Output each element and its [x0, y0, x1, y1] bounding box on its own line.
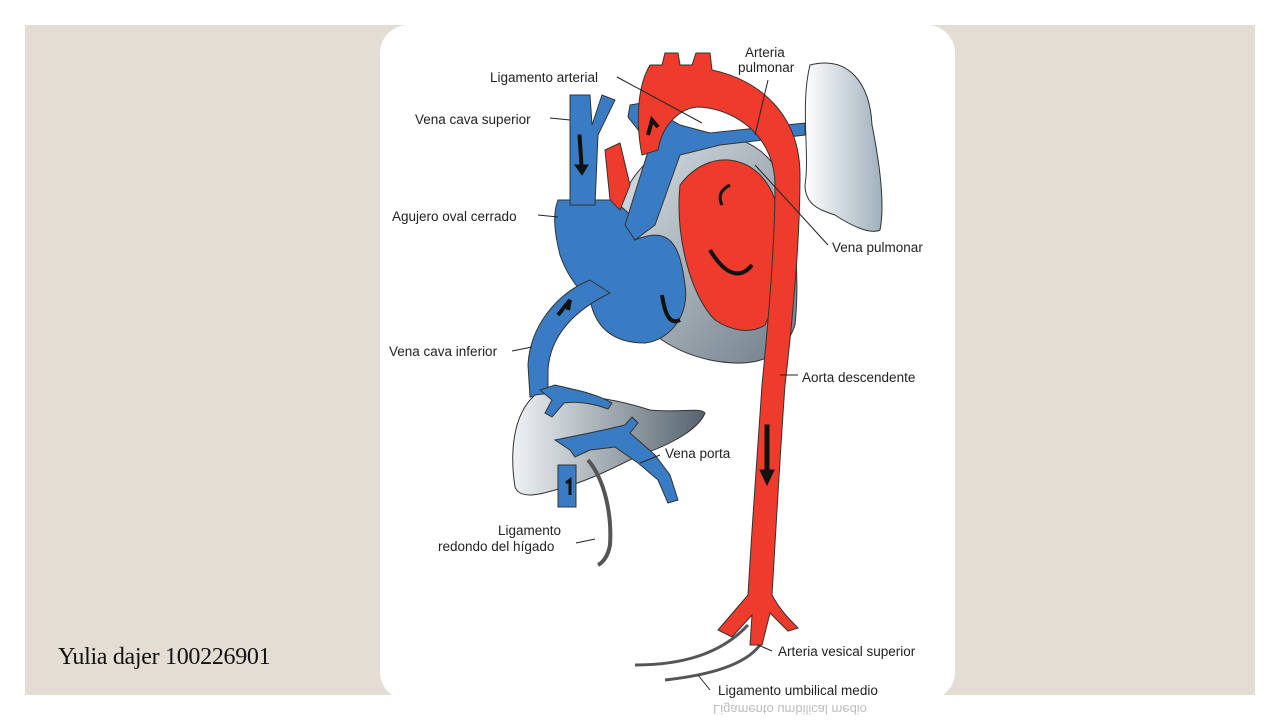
round-ligament	[586, 458, 613, 567]
circulation-diagram: Arteria pulmonar Ligamento arterial Vena…	[389, 45, 923, 698]
umbilical-vein-segment	[557, 464, 577, 508]
label-reflection: Ligamento umbilical medio	[713, 702, 953, 720]
label-arteria-vesical: Arteria vesical superior	[778, 644, 916, 659]
hepatic-veins	[538, 384, 613, 418]
leader-lines	[511, 76, 829, 691]
umbilical-ligament-medial	[634, 623, 750, 667]
label-pulmonar: pulmonar	[738, 60, 795, 75]
aorta	[637, 52, 801, 646]
label-agujero-oval: Agujero oval cerrado	[392, 209, 517, 224]
diagram-panel: Arteria pulmonar Ligamento arterial Vena…	[380, 25, 955, 700]
label-vena-porta: Vena porta	[665, 446, 731, 461]
label-redondo-del-higado: redondo del hígado	[438, 539, 554, 554]
label-vena-pulmonar: Vena pulmonar	[832, 240, 923, 255]
label-ligamento-arterial: Ligamento arterial	[490, 70, 598, 85]
superior-vena-cava	[569, 94, 616, 206]
label-vena-cava-superior: Vena cava superior	[415, 112, 531, 127]
label-ligamento: Ligamento	[498, 523, 561, 538]
inferior-vena-cava	[527, 279, 612, 398]
pulmonary-artery-left	[604, 142, 631, 211]
umbilical-ligament-lateral	[664, 644, 762, 682]
label-ligamento-umbilical: Ligamento umbilical medio	[718, 683, 878, 698]
author-caption: Yulia dajer 100226901	[58, 644, 271, 670]
label-arteria: Arteria	[745, 45, 785, 60]
reflection-text: Ligamento umbilical medio	[713, 702, 867, 717]
lung-shape	[804, 62, 883, 232]
label-aorta-descendente: Aorta descendente	[802, 370, 915, 385]
label-vena-cava-inferior: Vena cava inferior	[389, 344, 498, 359]
portal-vein	[553, 416, 679, 504]
flow-arrows	[556, 115, 775, 495]
